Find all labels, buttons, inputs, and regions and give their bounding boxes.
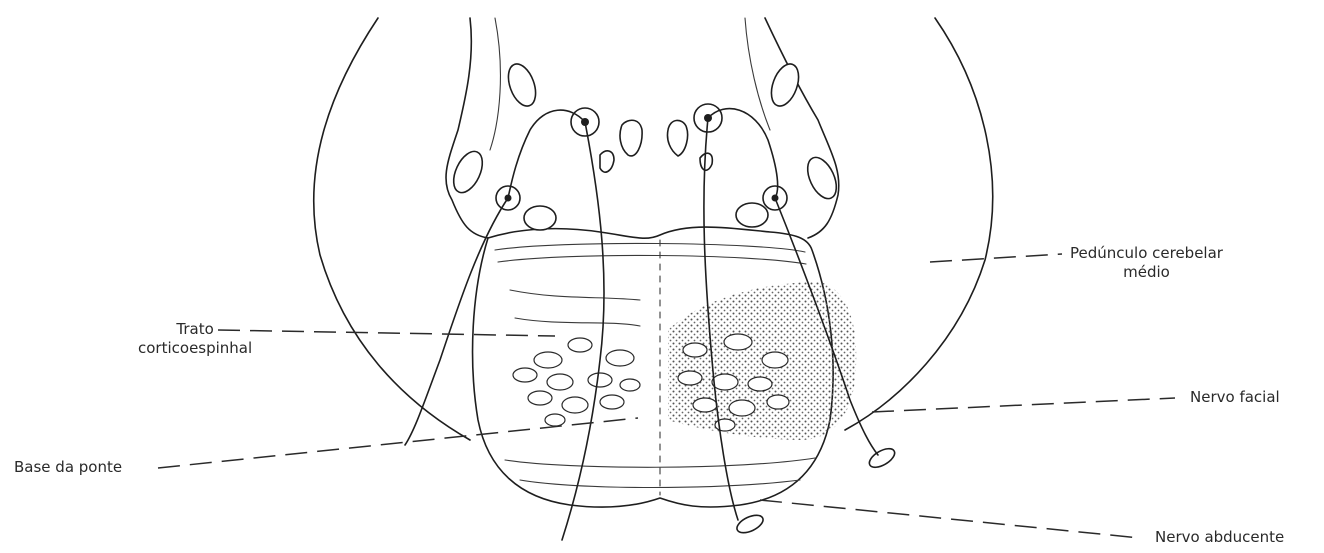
inner-right-wall (745, 18, 770, 130)
transverse-fibers-3 (510, 290, 640, 300)
label-tract-line1: Trato (138, 320, 252, 339)
label-peduncle-line2: médio (1070, 263, 1223, 282)
leader-facial (872, 398, 1175, 412)
transverse-fibers-1 (495, 243, 805, 252)
left-corticospinal-bundles (513, 338, 640, 426)
left-middle-cerebellar-peduncle (314, 18, 470, 440)
leader-base (158, 418, 638, 468)
abducens-nerve-root-icon (734, 512, 765, 537)
leader-tract (218, 330, 555, 336)
transverse-fibers-4 (515, 318, 640, 326)
leader-abducens (760, 500, 1140, 538)
label-abducens-nerve: Nervo abducente (1155, 528, 1284, 547)
left-abducens-course (562, 122, 604, 540)
label-peduncle-line1: Pedúnculo cerebelar (1070, 244, 1223, 263)
nerve-nuclei (496, 104, 787, 210)
right-middle-cerebellar-peduncle (845, 18, 993, 430)
left-upper-contour (446, 18, 488, 238)
left-facial-nerve-course (405, 110, 585, 445)
label-corticospinal-tract: Trato corticoespinhal (138, 320, 252, 358)
label-pons-base: Base da ponte (14, 458, 122, 477)
label-middle-cerebellar-peduncle: Pedúnculo cerebelar médio (1070, 244, 1223, 282)
label-tract-line2: corticoespinhal (138, 339, 252, 358)
inner-left-wall (490, 18, 500, 150)
leader-peduncle (930, 254, 1062, 262)
facial-nerve-root-icon (866, 445, 897, 471)
transverse-fibers-2 (498, 255, 806, 264)
label-facial-nerve: Nervo facial (1190, 388, 1280, 407)
